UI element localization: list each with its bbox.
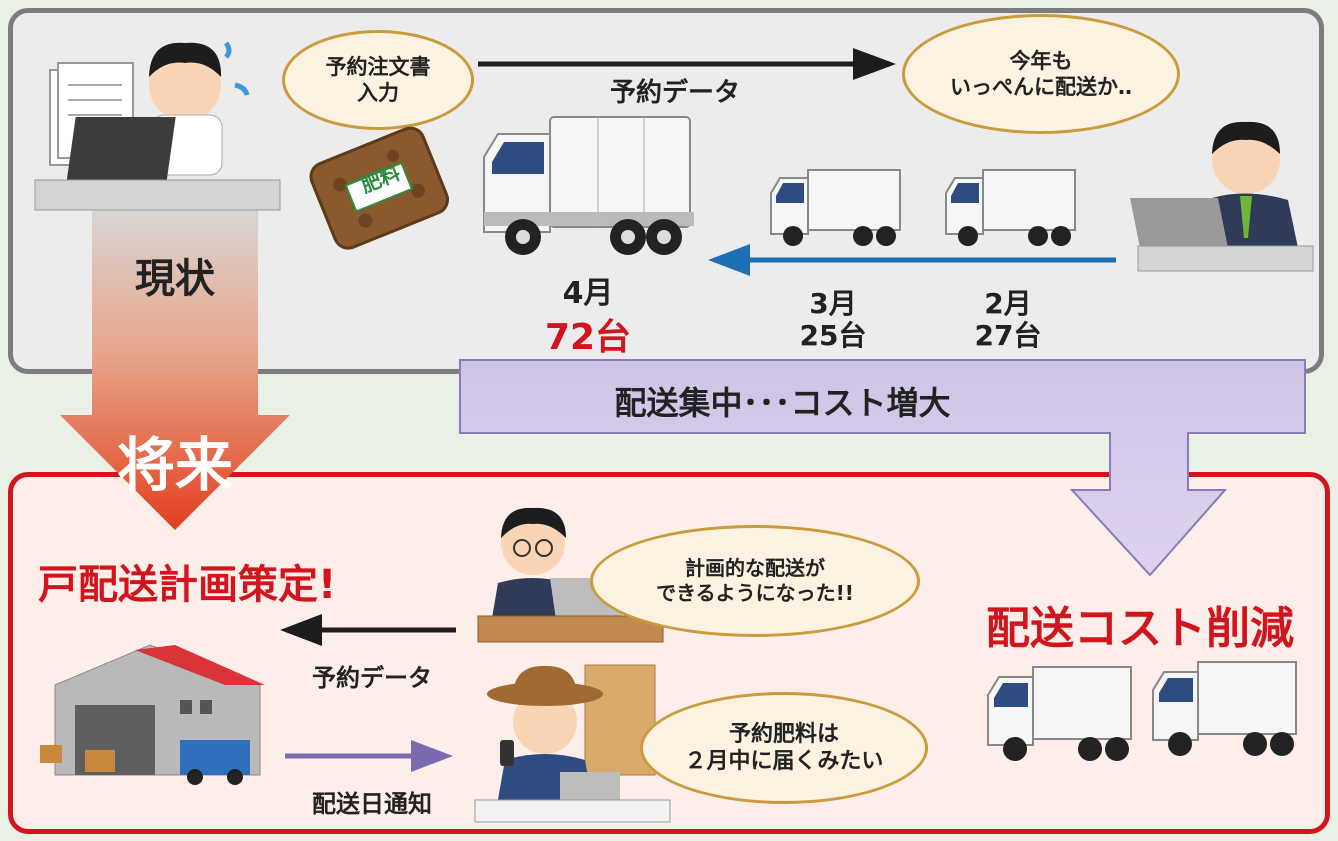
coop-worry-bubble: 今年も いっぺんに配送か‥	[902, 14, 1180, 134]
delivery-date-notice-label: 配送日通知	[312, 790, 432, 818]
february-month: 2月	[984, 287, 1032, 320]
planner-staff-icon	[477, 507, 664, 643]
fertilizer-bag-icon	[309, 126, 450, 250]
april-truck-count: 72台	[544, 317, 632, 358]
april-month: 4月	[562, 276, 614, 311]
truck-march-icon	[770, 169, 901, 246]
delivery-date-notice-arrow	[285, 740, 453, 772]
current-label: 現状	[135, 256, 215, 302]
cost-reduction-label: 配送コスト削減	[986, 603, 1294, 654]
reduced-truck-2-icon	[1152, 661, 1297, 756]
future-label: 将来	[116, 431, 233, 499]
february-truck-count: 27台	[974, 319, 1042, 352]
order-data-arrow-top	[478, 48, 896, 80]
delivery-plan-title: 戸配送計画策定!	[38, 562, 337, 608]
busy-office-worker-icon	[34, 41, 281, 211]
farmer-icon	[474, 664, 671, 823]
order-data-arrow-bottom	[280, 614, 456, 646]
order-data-label-bottom: 予約データ	[312, 664, 432, 692]
order-entry-bubble: 予約注文書 入力	[282, 30, 474, 130]
order-data-label-top: 予約データ	[609, 78, 740, 108]
cost-increase-banner: 配送集中･･･コスト増大	[614, 384, 951, 422]
truck-february-icon	[945, 169, 1076, 246]
march-truck-count: 25台	[799, 319, 867, 352]
farmer-bubble: 予約肥料は ２月中に届くみたい	[640, 692, 928, 804]
warehouse-icon	[40, 644, 265, 785]
delivery-flow-arrow	[708, 244, 1116, 276]
truck-april-icon	[483, 116, 694, 255]
current-to-future-arrow	[60, 200, 290, 530]
planner-bubble: 計画的な配送が できるようになった!!	[590, 525, 920, 637]
march-month: 3月	[809, 287, 857, 320]
reduced-truck-1-icon	[987, 666, 1132, 761]
coop-staff-icon	[1130, 121, 1314, 272]
cost-increase-banner-arrow	[459, 359, 1306, 577]
